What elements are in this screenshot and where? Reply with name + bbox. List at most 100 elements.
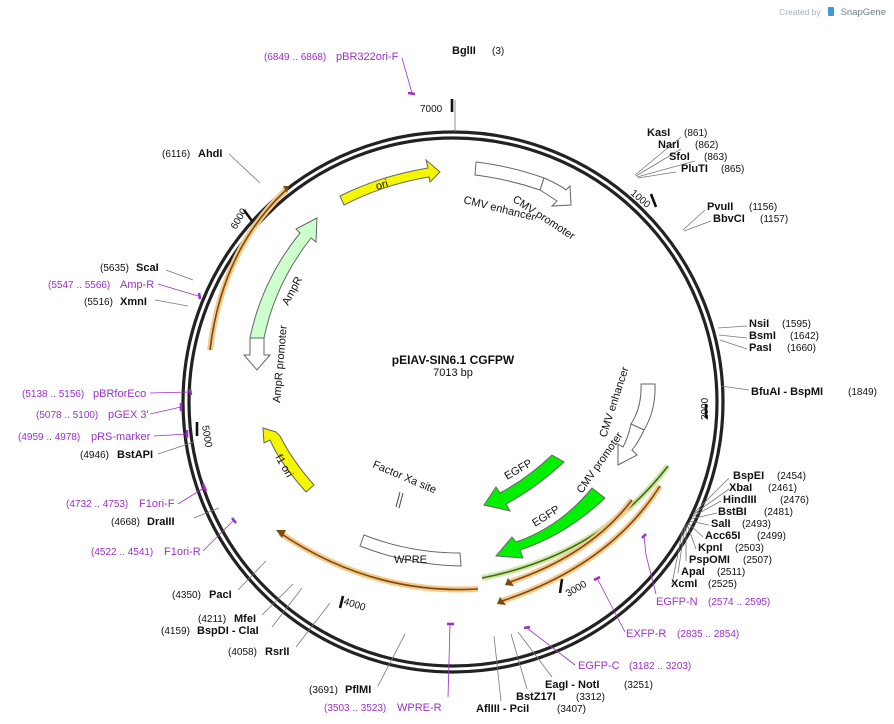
feature-label-cmv-enhancer-right: CMV enhancer (597, 365, 631, 439)
site-label-ahdi[interactable]: AhdI (198, 148, 222, 160)
site-pos-ahdi: (6116) (162, 149, 190, 160)
primer-pos-amp-r: (5547 .. 5566) (48, 280, 110, 291)
site-label-bstapi[interactable]: BstAPI (117, 449, 153, 461)
feature-ori[interactable] (339, 158, 441, 206)
site-pos-bstapi: (4946) (80, 450, 109, 461)
feature-cmv-promoter-top[interactable] (539, 177, 572, 207)
leader-exfp-r (596, 577, 626, 633)
orf-arrowhead-bottom (276, 530, 286, 538)
site-label-xbai[interactable]: XbaI (729, 482, 752, 494)
site-label-draiii[interactable]: DraIII (147, 516, 175, 528)
leader-apai (677, 525, 686, 574)
feature-cmv-promoter-right[interactable] (617, 423, 645, 466)
site-label-bsmi[interactable]: BsmI (749, 330, 776, 342)
site-label-pvuii[interactable]: PvuII (707, 201, 733, 213)
site-label-afliii-pcii[interactable]: AflIII - PciI (476, 703, 529, 715)
site-label-mfei[interactable]: MfeI (234, 613, 256, 625)
leader-draiii (193, 507, 220, 519)
site-label-scai[interactable]: ScaI (136, 262, 159, 274)
feature-wpre[interactable] (359, 534, 462, 567)
site-pos-afliii-pcii: (3407) (557, 704, 586, 715)
site-pos-sali: (2493) (742, 519, 771, 530)
leader-kpni (686, 523, 697, 550)
leader-xcmi (671, 527, 684, 585)
feature-f1-ori[interactable] (262, 427, 315, 493)
site-label-hindiii[interactable]: HindIII (723, 494, 757, 506)
primer-mark-egfp-c (523, 625, 531, 630)
site-label-bfuai-bspmi[interactable]: BfuAI - BspMI (751, 386, 823, 398)
feature-egfp-outer[interactable] (494, 487, 606, 559)
feature-egfp-inner[interactable] (483, 454, 565, 512)
leader-paci (237, 560, 267, 591)
primer-label-pbr322ori-f[interactable]: pBR322ori-F (336, 51, 399, 63)
leader-xbai (693, 488, 730, 515)
site-label-pspomi[interactable]: PspOMI (689, 554, 730, 566)
site-label-apai[interactable]: ApaI (681, 566, 705, 578)
site-label-nari[interactable]: NarI (658, 139, 679, 151)
site-label-kpni[interactable]: KpnI (698, 542, 722, 554)
primer-label-amp-r[interactable]: Amp-R (120, 279, 154, 291)
primer-label-f1ori-f[interactable]: F1ori-F (139, 498, 175, 510)
site-label-bglii[interactable]: BglII (452, 45, 476, 57)
site-pos-pasi: (1660) (787, 343, 816, 354)
feature-cmv-enhancer-right[interactable] (630, 383, 656, 431)
site-label-sali[interactable]: SalI (711, 518, 731, 530)
site-pos-nari: (862) (695, 140, 718, 151)
site-label-xmni[interactable]: XmnI (120, 296, 147, 308)
primer-pos-exfp-r: (2835 .. 2854) (677, 629, 739, 640)
feature-label-ampr-promoter: AmpR promoter (271, 325, 290, 404)
site-pos-apai: (2511) (717, 567, 745, 578)
primer-label-wpre-r[interactable]: WPRE-R (397, 702, 442, 714)
site-pos-bspei: (2454) (777, 471, 806, 482)
site-pos-bsmi: (1642) (790, 331, 819, 342)
primer-mark-pbrforeco (188, 388, 193, 396)
feature-factor-xa-site-b[interactable] (398, 492, 404, 509)
leader-prs-marker (153, 433, 188, 437)
orf-arrowhead-ampr (283, 186, 289, 193)
primer-label-egfp-c[interactable]: EGFP-C (578, 660, 620, 672)
site-pos-bglii: (3) (492, 46, 504, 57)
site-label-pasi[interactable]: PasI (749, 342, 772, 354)
site-pos-bfuai-bspmi: (1849) (848, 387, 877, 398)
site-label-bstbi[interactable]: BstBI (718, 506, 747, 518)
tick-label-2000: 2000 (700, 397, 711, 420)
primer-label-pbrforeco[interactable]: pBRforEco (93, 388, 146, 400)
feature-ampr-promoter[interactable] (242, 337, 272, 371)
site-label-bspei[interactable]: BspEI (733, 470, 764, 482)
primer-label-exfp-r[interactable]: EXFP-R (626, 628, 666, 640)
site-label-kasi[interactable]: KasI (647, 127, 670, 139)
primer-label-egfp-n[interactable]: EGFP-N (656, 596, 698, 608)
leader-bspdi-clai (271, 587, 303, 628)
site-label-bspdi-clai[interactable]: BspDI - ClaI (197, 625, 259, 637)
site-label-bstz17i[interactable]: BstZ17I (516, 691, 556, 703)
primer-pos-pgex3: (5078 .. 5100) (36, 410, 98, 421)
primer-pos-f1ori-f: (4732 .. 4753) (66, 499, 128, 510)
feature-ampr[interactable] (249, 217, 318, 339)
site-label-acc65i[interactable]: Acc65I (705, 530, 740, 542)
site-label-sfoi[interactable]: SfoI (669, 151, 690, 163)
site-label-rsrii[interactable]: RsrII (265, 646, 289, 658)
site-pos-xbai: (2461) (768, 483, 797, 494)
orf-arc-egfp (481, 465, 669, 579)
site-label-pluti[interactable]: PluTI (681, 163, 708, 175)
site-label-eagi-noti[interactable]: EagI - NotI (545, 679, 599, 691)
primer-mark-amp-r (197, 292, 202, 300)
tick-label-7000: 7000 (420, 104, 443, 115)
leader-acc65i (687, 522, 704, 538)
primer-label-pgex3[interactable]: pGEX 3' (108, 409, 149, 421)
primer-label-prs-marker[interactable]: pRS-marker (91, 431, 151, 443)
plasmid-length: 7013 bp (433, 367, 473, 379)
site-label-nsii[interactable]: NsiI (749, 318, 769, 330)
leader-pgex3 (149, 406, 182, 415)
site-label-xcmi[interactable]: XcmI (671, 578, 697, 590)
leader-egfp-n (643, 535, 657, 595)
site-label-pflmi[interactable]: PflMI (345, 684, 371, 696)
site-label-paci[interactable]: PacI (209, 589, 232, 601)
primer-label-f1ori-r[interactable]: F1ori-R (164, 546, 201, 558)
site-label-bbvci[interactable]: BbvCI (713, 213, 745, 225)
feature-cmv-enhancer-top[interactable] (474, 161, 545, 191)
site-pos-bstbi: (2481) (764, 507, 793, 518)
feature-factor-xa-site-a[interactable] (395, 491, 401, 508)
site-pos-rsrii: (4058) (228, 647, 257, 658)
